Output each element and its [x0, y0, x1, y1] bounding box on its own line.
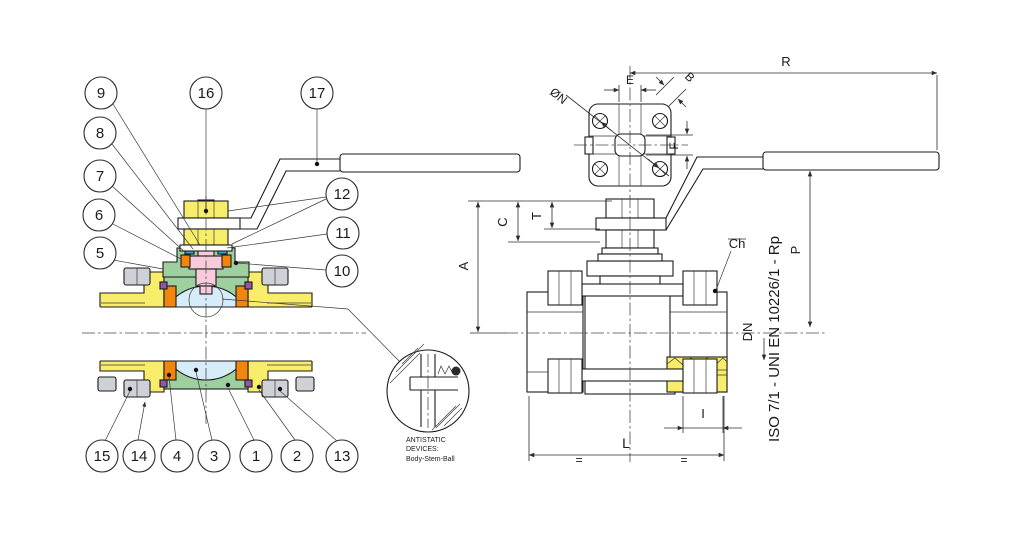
- dim-label-i: I: [701, 406, 705, 421]
- svg-text:7: 7: [96, 168, 104, 185]
- callout-17: 17: [300, 76, 334, 110]
- cap-bolt-bottom-left: [123, 379, 151, 398]
- antistatic-spring-ball: [451, 366, 461, 376]
- callout-leaders: [104, 103, 402, 442]
- svg-text:12: 12: [334, 186, 351, 203]
- dim-label-ch: Ch: [729, 236, 746, 251]
- svg-text:15: 15: [94, 448, 111, 465]
- dim-label-dn: DN: [740, 323, 755, 342]
- svg-text:6: 6: [95, 207, 103, 224]
- svg-text:1: 1: [252, 448, 260, 465]
- body-bolt-nuts: [547, 270, 718, 394]
- callout-4: 4: [160, 439, 194, 473]
- handle-front-view: [665, 151, 940, 231]
- callout-9: 9: [84, 76, 118, 110]
- callout-13: 13: [325, 439, 359, 473]
- callout-10: 10: [325, 254, 359, 288]
- oring-right: [221, 254, 232, 268]
- handle-grip-front: [762, 151, 940, 171]
- body-bolt-rod-top: [581, 283, 684, 297]
- front-view: [526, 151, 940, 395]
- dim-label-e: E: [626, 73, 634, 87]
- body-seals-and-bolts: [97, 267, 315, 398]
- dim-label-p: P: [788, 246, 803, 255]
- thread-standard-label: ISO 7/1 - UNI EN 10226/1 - Rp: [766, 236, 783, 442]
- callout-3: 3: [197, 439, 231, 473]
- dim-label-eq2: =: [680, 453, 687, 467]
- dim-label-eq1: =: [575, 453, 582, 467]
- svg-text:2: 2: [293, 448, 301, 465]
- handle-grip: [339, 153, 521, 173]
- antistatic-note-line3: Body-Stem-Ball: [406, 456, 455, 463]
- callout-16: 16: [189, 76, 223, 110]
- antistatic-note-line1: ANTISTATIC: [406, 437, 446, 444]
- callout-1: 1: [239, 439, 273, 473]
- dim-label-l: L: [622, 435, 630, 451]
- stem-nut-stack: [595, 198, 667, 262]
- dimensions: R E B ØN F A C: [456, 54, 938, 467]
- antistatic-detail: ANTISTATIC DEVICES: Body-Stem-Ball: [386, 343, 470, 463]
- svg-text:14: 14: [131, 448, 148, 465]
- svg-text:10: 10: [334, 263, 351, 280]
- svg-text:5: 5: [96, 245, 104, 262]
- handle-plate: [177, 217, 241, 230]
- svg-text:9: 9: [97, 85, 105, 102]
- flow-passage: [98, 302, 316, 366]
- callout-14: 14: [122, 439, 156, 473]
- oring-left: [180, 254, 191, 268]
- svg-text:4: 4: [173, 448, 181, 465]
- bolt-nut-far-right: [295, 376, 315, 392]
- callout-8: 8: [83, 116, 117, 150]
- cap-bolt-top-left: [123, 267, 151, 286]
- callout-5: 5: [83, 236, 117, 270]
- body-bolt-rod-bottom: [581, 368, 684, 382]
- bolt-nut-far-left: [97, 376, 117, 392]
- callout-6: 6: [82, 198, 116, 232]
- section-view: ANTISTATIC DEVICES: Body-Stem-Ball 9 8 7…: [82, 76, 521, 473]
- dim-label-t: T: [529, 212, 544, 220]
- callout-2: 2: [280, 439, 314, 473]
- svg-text:17: 17: [309, 85, 326, 102]
- dimension-view: R E B ØN F A C: [456, 54, 940, 467]
- dim-label-a: A: [456, 261, 471, 270]
- callout-15: 15: [85, 439, 119, 473]
- callout-12: 12: [325, 177, 359, 211]
- cap-bolt-top-right: [261, 267, 289, 286]
- dim-label-b: B: [682, 69, 698, 85]
- handle-section-view: [240, 153, 521, 230]
- antistatic-note-line2: DEVICES:: [406, 446, 439, 453]
- svg-text:13: 13: [334, 448, 351, 465]
- dim-label-r: R: [781, 54, 790, 69]
- handle-plate-front: [595, 217, 667, 231]
- svg-text:16: 16: [198, 85, 215, 102]
- svg-text:11: 11: [335, 225, 351, 242]
- svg-text:8: 8: [96, 125, 104, 142]
- callout-7: 7: [83, 159, 117, 193]
- dim-label-f: F: [667, 142, 681, 149]
- svg-text:3: 3: [210, 448, 218, 465]
- dim-label-c: C: [495, 217, 510, 226]
- callout-11: 11: [326, 216, 360, 250]
- dim-label-n: ØN: [547, 85, 570, 107]
